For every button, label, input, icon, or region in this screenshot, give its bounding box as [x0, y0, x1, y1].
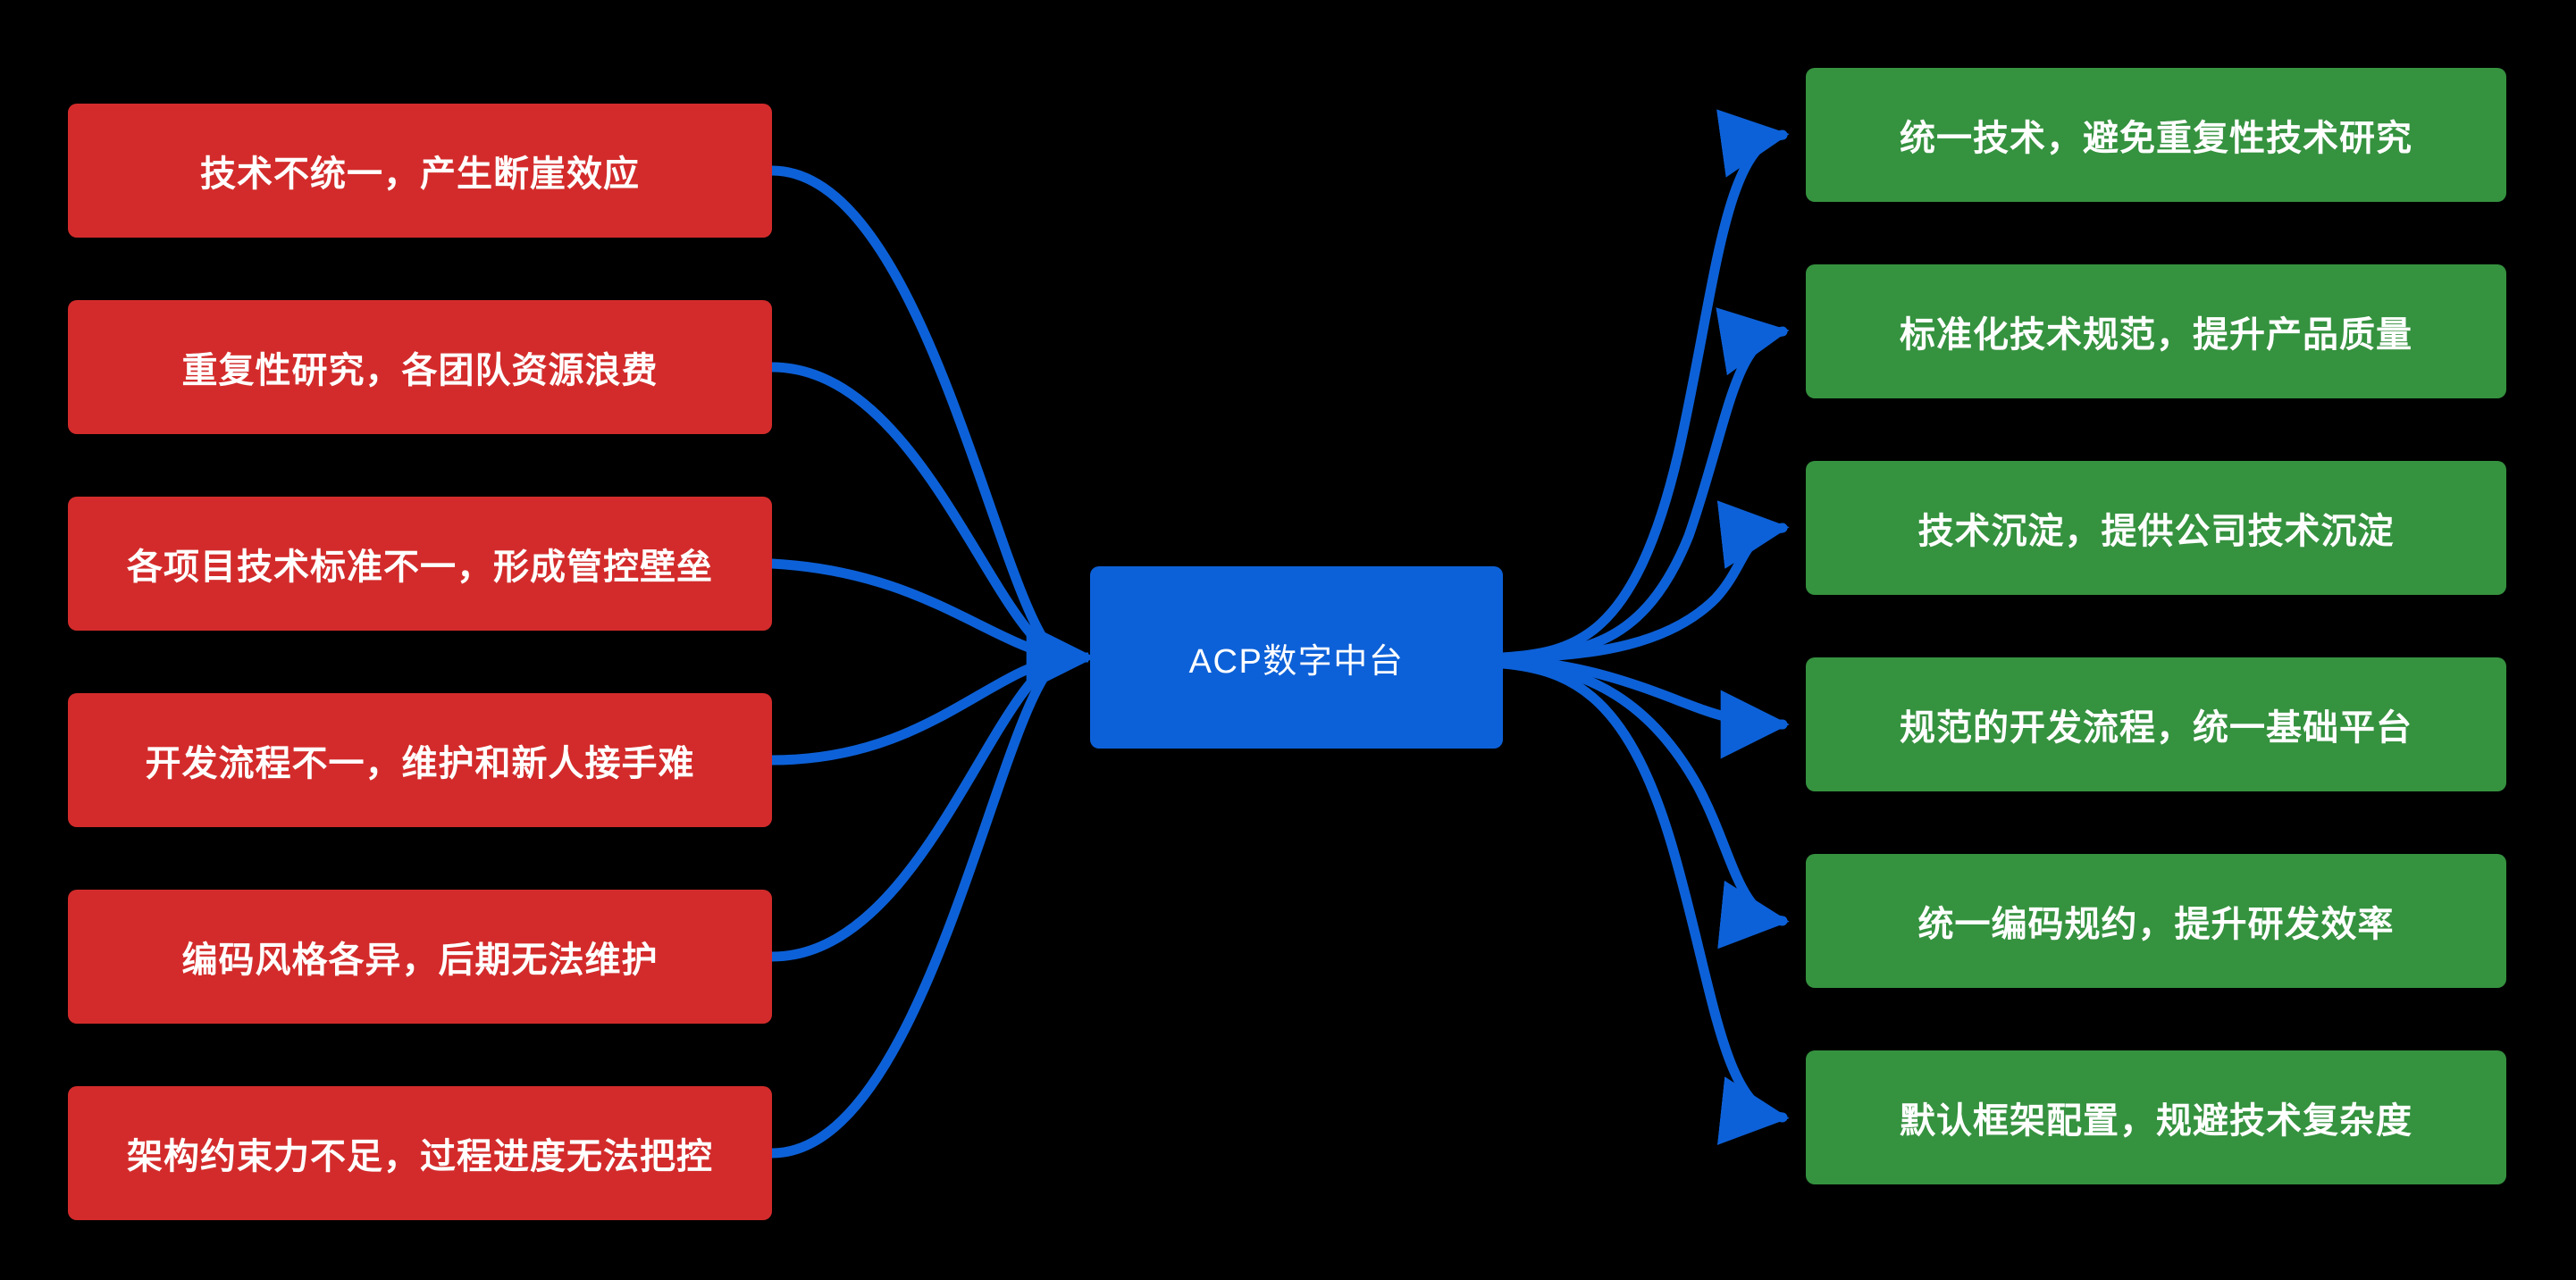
benefit-label-4: 规范的开发流程，统一基础平台: [1900, 708, 2412, 748]
benefit-node-6[interactable]: 默认框架配置，规避技术复杂度: [1806, 1050, 2506, 1184]
problem-label-3: 各项目技术标准不一，形成管控壁垒: [127, 548, 713, 587]
benefit-node-2[interactable]: 标准化技术规范，提升产品质量: [1806, 264, 2506, 398]
edge-benefit-2: [1498, 307, 1790, 663]
edge-benefit-5: [1498, 657, 1790, 950]
benefit-node-5[interactable]: 统一编码规约，提升研发效率: [1806, 854, 2506, 988]
center-node-acp[interactable]: ACP数字中台: [1090, 566, 1503, 749]
problem-label-5: 编码风格各异，后期无法维护: [181, 941, 659, 980]
problem-label-1: 技术不统一，产生断崖效应: [200, 155, 640, 194]
edge-benefit-4: [1498, 655, 1790, 759]
benefit-label-6: 默认框架配置，规避技术复杂度: [1900, 1101, 2412, 1141]
edge-problem-5: [767, 654, 1065, 962]
edge-problem-1: [767, 165, 1065, 663]
problem-node-6[interactable]: 架构约束力不足，过程进度无法把控: [68, 1086, 772, 1220]
benefit-connectors: [1498, 109, 1790, 1145]
edge-benefit-6: [1498, 658, 1790, 1145]
benefit-label-3: 技术沉淀，提供公司技术沉淀: [1917, 512, 2395, 551]
benefit-label-2: 标准化技术规范，提升产品质量: [1900, 315, 2412, 355]
problem-node-4[interactable]: 开发流程不一，维护和新人接手难: [68, 693, 772, 827]
problem-label-2: 重复性研究，各团队资源浪费: [181, 351, 659, 390]
benefit-label-1: 统一技术，避免重复性技术研究: [1900, 119, 2412, 158]
benefit-node-4[interactable]: 规范的开发流程，统一基础平台: [1806, 657, 2506, 791]
benefit-node-1[interactable]: 统一技术，避免重复性技术研究: [1806, 68, 2506, 202]
edge-benefit-1: [1498, 109, 1790, 663]
edge-problem-6: [767, 655, 1065, 1159]
problem-label-4: 开发流程不一，维护和新人接手难: [145, 744, 695, 783]
benefit-label-5: 统一编码规约，提升研发效率: [1917, 905, 2395, 944]
edge-problem-2: [767, 362, 1065, 663]
center-node-label: ACP数字中台: [1188, 642, 1405, 681]
problem-node-2[interactable]: 重复性研究，各团队资源浪费: [68, 300, 772, 434]
problem-node-1[interactable]: 技术不统一，产生断崖效应: [68, 104, 772, 238]
problem-connectors: [767, 165, 1065, 1159]
benefit-node-3[interactable]: 技术沉淀，提供公司技术沉淀: [1806, 461, 2506, 595]
problem-node-3[interactable]: 各项目技术标准不一，形成管控壁垒: [68, 497, 772, 631]
problem-node-5[interactable]: 编码风格各异，后期无法维护: [68, 890, 772, 1024]
edge-benefit-3: [1498, 500, 1790, 664]
problem-label-6: 架构约束力不足，过程进度无法把控: [127, 1137, 713, 1176]
